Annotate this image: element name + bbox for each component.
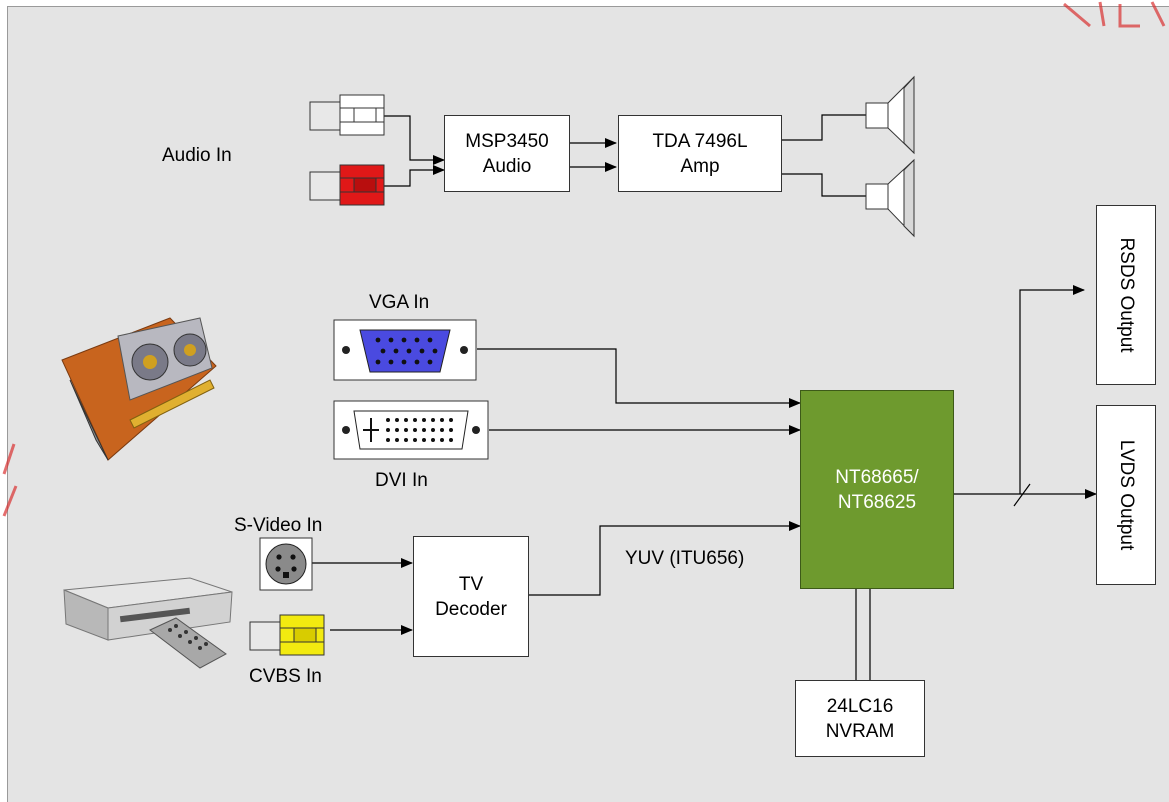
tv-decoder-block: TV Decoder [413,536,529,657]
audio-in-label: Audio In [162,145,232,166]
nvram-bus [855,589,871,680]
yuv-label: YUV (ITU656) [625,548,745,569]
svideo-connector-icon [259,537,313,591]
chip-line-2: NT68625 [837,491,917,513]
vga-in-label: VGA In [369,292,430,313]
svideo-in-label: S-Video In [234,515,323,536]
rca-yellow-icon [249,614,325,656]
rca-white-icon [309,94,385,136]
lvds-output-block: LVDS Output [1096,405,1156,585]
speaker-icon-bottom [865,158,915,238]
rsds-wire [1019,285,1085,494]
cvbs-in-label: CVBS In [249,666,322,687]
amp-line-2: Amp [680,155,720,177]
diagram-background [7,6,1169,802]
rsds-output-label: RSDS Output [1116,237,1137,353]
vga-wire [477,348,801,408]
msp-line-2: Audio [482,155,532,177]
audio-left-wire [384,115,445,165]
speaker-icon-top [865,75,915,155]
watermark-mark-left [2,443,18,517]
msp3450-audio-block: MSP3450 Audio [444,115,570,192]
dvi-in-label: DVI In [375,470,428,491]
amp-line-1: TDA 7496L [652,130,748,152]
nvram-block: 24LC16 NVRAM [795,680,925,757]
dvi-connector-icon [333,400,489,460]
tda7496l-amp-block: TDA 7496L Amp [618,115,782,192]
rca-red-icon [309,164,385,206]
yuv-wire [529,521,801,596]
chip-line-1: NT68665/ [835,466,919,488]
vga-connector-icon [333,319,477,381]
msp-line-1: MSP3450 [465,130,549,152]
nvram-line-2: NVRAM [825,720,895,742]
dvd-player-image [63,577,233,669]
lvds-output-label: LVDS Output [1116,439,1137,551]
bus-slash [1013,483,1031,507]
audio-right-wire [384,165,445,187]
nvram-line-1: 24LC16 [826,695,894,717]
amp-speaker-wire-1 [782,114,866,141]
decoder-line-1: TV [458,573,484,595]
watermark-mark [1063,1,1166,28]
graphics-card-image [61,317,217,461]
amp-speaker-wire-2 [782,173,866,197]
decoder-line-2: Decoder [435,598,507,620]
rsds-output-block: RSDS Output [1096,205,1156,385]
nt68665-chip-block: NT68665/ NT68625 [800,390,954,589]
